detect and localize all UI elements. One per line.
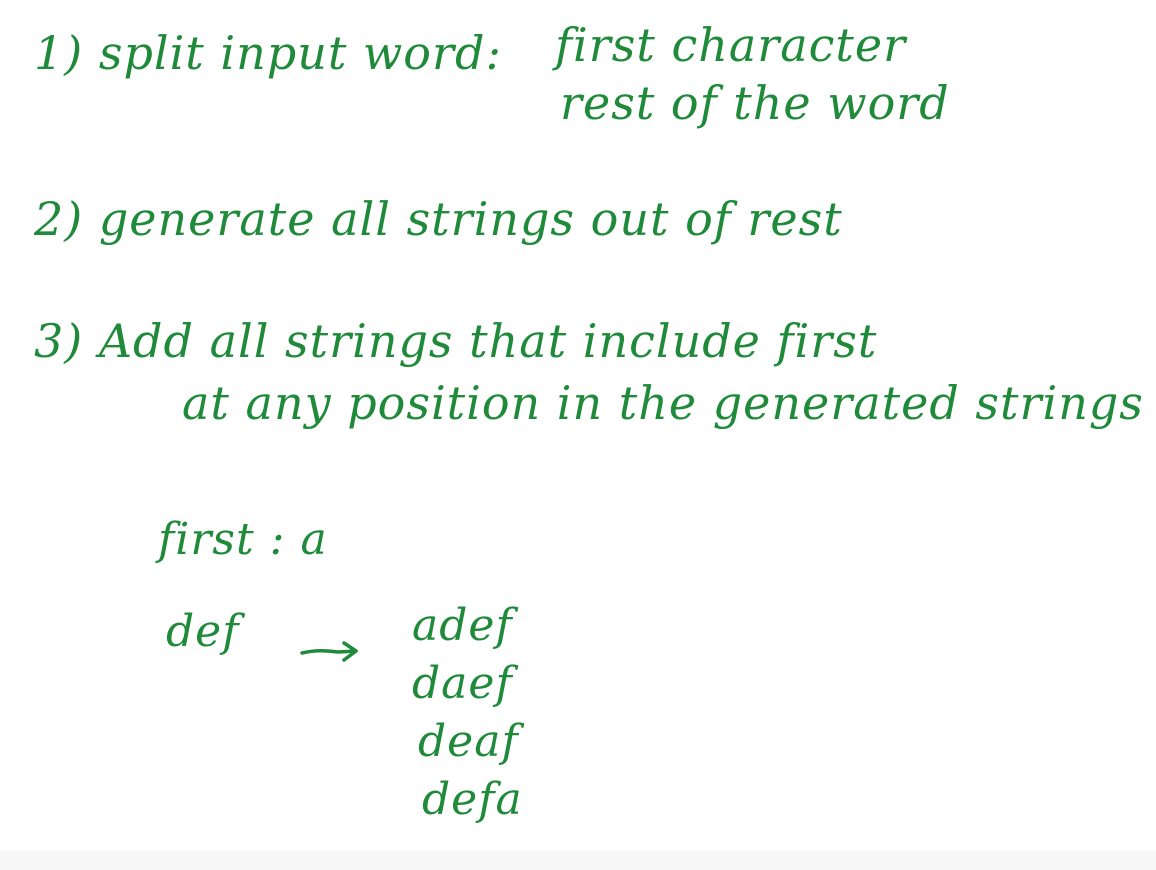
step3-line1: 3) Add all strings that include first xyxy=(34,314,878,368)
example-result-deaf: deaf xyxy=(418,716,519,767)
step1-rest-of-word: rest of the word xyxy=(560,76,950,130)
example-base-word: def xyxy=(166,606,240,657)
example-first-line: first : a xyxy=(158,514,328,565)
example-result-defa: defa xyxy=(422,774,523,825)
right-arrow-icon xyxy=(300,641,358,662)
step1-label: 1) split input word: xyxy=(34,26,502,80)
bottom-strip xyxy=(0,850,1156,870)
step3-line2: at any position in the generated strings xyxy=(182,376,1144,430)
example-result-adef: adef xyxy=(412,600,513,651)
step1-first-character: first character xyxy=(555,18,907,72)
example-result-daef: daef xyxy=(412,658,513,709)
step2-text: 2) generate all strings out of rest xyxy=(34,192,843,246)
